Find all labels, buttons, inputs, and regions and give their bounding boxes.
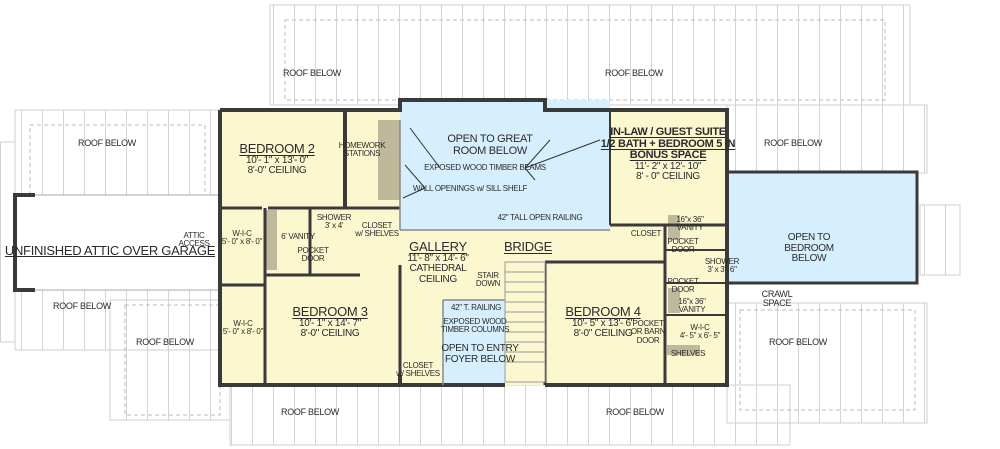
vanity-label: 16"x 36"VANITY — [676, 215, 704, 233]
roof-areas — [0, 4, 961, 446]
roof-below-label: ROOF BELOW — [768, 337, 828, 347]
rooms — [220, 100, 917, 385]
roof-below-label: ROOF BELOW — [763, 138, 823, 148]
wall-openings-label: WALL OPENINGS w/ SILL SHELF — [412, 184, 528, 193]
room-bedroom-3: BEDROOM 3 10'- 1" x 14'- 7" 8'-0" CEILIN… — [292, 304, 368, 340]
open-to-foyer — [443, 300, 505, 385]
shelves-label: SHELVES — [670, 349, 706, 358]
open-to-great-room — [400, 100, 610, 230]
roof-below-label: ROOF BELOW — [282, 68, 342, 78]
vanity-label: 16"x 36"VANITY — [678, 297, 706, 315]
attic-area — [13, 193, 220, 292]
annotation-arrows — [402, 127, 601, 199]
roof-below-label: ROOF BELOW — [280, 407, 340, 417]
stair — [504, 261, 546, 383]
roof-below-label: ROOF BELOW — [604, 68, 664, 78]
roof-below-label: ROOF BELOW — [135, 337, 195, 347]
room-gallery: GALLERY 11'- 8" x 14'- 6" CATHEDRAL CEIL… — [407, 239, 469, 285]
roof-below-label: ROOF BELOW — [77, 138, 137, 148]
railing-label: 42" T. RAILING — [450, 303, 502, 312]
walls — [218, 98, 919, 387]
roof-below-label: ROOF BELOW — [605, 407, 665, 417]
room-guest-suite: IN-LAW / GUEST SUITE 1/2 BATH + BEDROOM … — [600, 126, 736, 183]
vanity-label: 6' VANITY — [281, 232, 315, 241]
open-railing-label: 42" TALL OPEN RAILING — [497, 213, 583, 222]
attic-label: UNFINISHED ATTIC OVER GARAGE — [4, 243, 216, 258]
roof-below-label: ROOF BELOW — [52, 301, 112, 311]
railings — [399, 120, 610, 385]
room-bedroom-4: BEDROOM 4 10'- 5" x 13'- 6" 8'-0" CEILIN… — [565, 304, 641, 340]
open-to-bedroom — [727, 172, 917, 282]
homework-counter — [378, 120, 400, 200]
closet-label: CLOSET — [630, 229, 662, 238]
room-bedroom-2: BEDROOM 2 10'- 1" x 13'- 0" 8'-0" CEILIN… — [239, 141, 315, 177]
room-bridge: BRIDGE — [503, 239, 553, 254]
exposed-beams-label: EXPOSED WOOD TIMBER BEAMS — [424, 163, 546, 172]
